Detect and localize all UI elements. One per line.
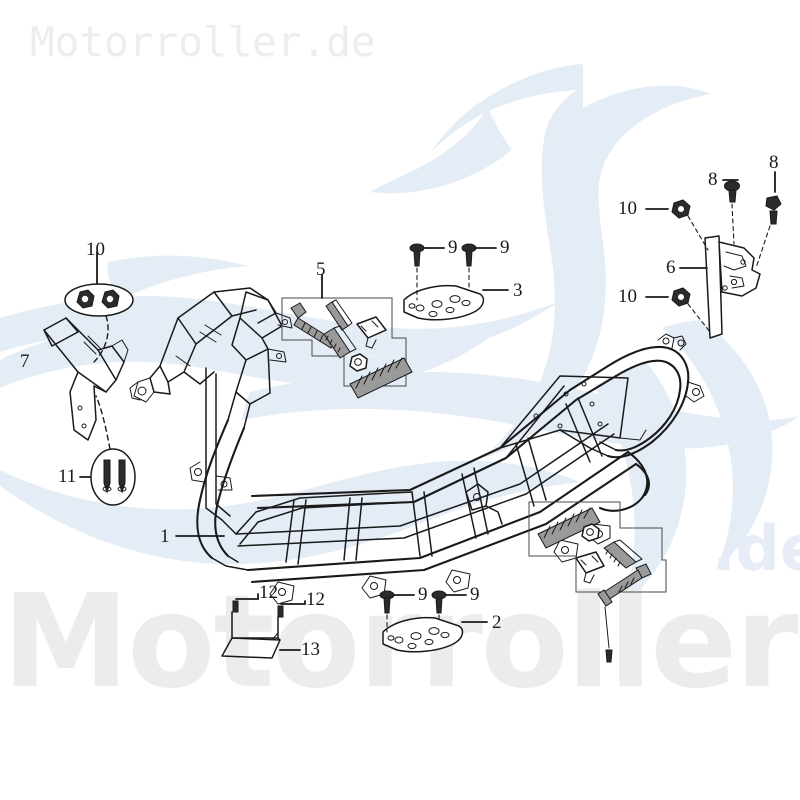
- bolt-upper-a: [722, 179, 740, 245]
- callout-label-9c: 9: [418, 584, 428, 605]
- frame-left-pillar: [189, 459, 237, 535]
- bolt-footrest-r2: [461, 243, 497, 289]
- bolt-footrest-l1: [379, 590, 415, 633]
- kit-pin: [325, 299, 353, 331]
- callout-label-7: 7: [20, 351, 30, 372]
- frame-cross-member: [235, 491, 415, 545]
- watermark-suffix: .de: [712, 512, 800, 585]
- clip-b: [277, 600, 306, 618]
- detail-nut-pair-left: [64, 251, 134, 363]
- kit-clip: [356, 316, 387, 349]
- part-plate-cover: [221, 593, 306, 659]
- callout-label-10c: 10: [618, 286, 637, 307]
- callout-label-5: 5: [316, 259, 326, 280]
- part-hardware-kit-right: [281, 274, 413, 399]
- bolt-footrest-l2: [431, 590, 467, 623]
- kit2-clip: [575, 551, 605, 584]
- bolt-footrest-r1: [409, 243, 445, 301]
- callout-label-11: 11: [58, 466, 77, 487]
- callout-label-9a: 9: [448, 237, 458, 258]
- kit2-bolt-long: [603, 563, 652, 601]
- clip-a: [232, 593, 259, 613]
- callout-label-6: 6: [666, 257, 676, 278]
- nut-upper-right: [645, 199, 709, 251]
- bolt-upper-b: [755, 171, 782, 269]
- kit2-pin: [597, 589, 613, 663]
- kit-spring: [349, 357, 413, 399]
- callout-label-9b: 9: [500, 237, 510, 258]
- part-footrest-left: [379, 590, 488, 653]
- callout-label-8b: 8: [769, 152, 779, 173]
- part-bracket-left: [43, 317, 129, 441]
- watermark-top: Motorroller.de: [30, 18, 376, 66]
- detail-bolt-pair-left: [79, 395, 136, 506]
- kit2-spring: [537, 507, 601, 549]
- frame-engine-mount: [465, 483, 503, 525]
- callout-label-13: 13: [301, 639, 320, 660]
- callout-label-10a: 10: [86, 239, 105, 260]
- kit2-collar: [603, 539, 643, 569]
- callout-label-1: 1: [160, 526, 170, 547]
- frame-cross-braces: [285, 397, 603, 565]
- frame-seat-plate: [499, 375, 647, 459]
- part-footrest-right: [403, 243, 509, 321]
- kit-collar: [323, 325, 357, 359]
- frame-bottom-lugs: [269, 523, 611, 605]
- callout-label-12a: 12: [259, 582, 278, 603]
- callout-label-12b: 12: [306, 589, 325, 610]
- callout-label-8a: 8: [708, 169, 718, 190]
- part-frame-main: [129, 287, 705, 605]
- part-bracket-right: [645, 171, 782, 339]
- nut-lower-right: [645, 287, 711, 333]
- callout-label-2: 2: [492, 612, 502, 633]
- frame-tail-loop: [559, 333, 705, 459]
- callout-label-9d: 9: [470, 584, 480, 605]
- part-hardware-kit-left: [528, 501, 667, 663]
- frame-front-downtube: [196, 418, 249, 571]
- callout-label-10b: 10: [618, 198, 637, 219]
- callout-label-3: 3: [513, 280, 523, 301]
- kit-bolt-long: [290, 302, 336, 349]
